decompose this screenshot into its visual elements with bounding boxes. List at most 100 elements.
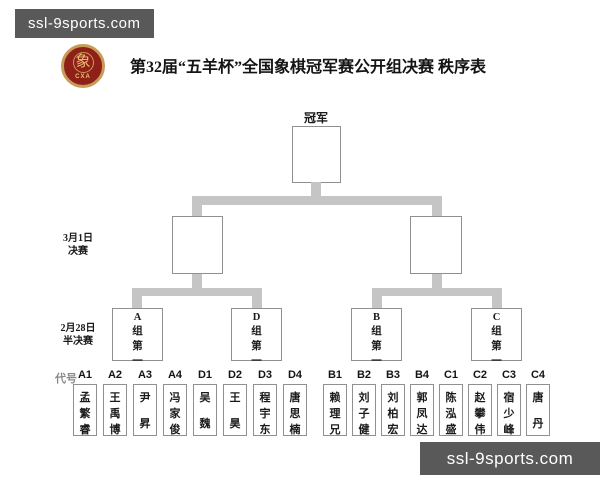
round-label-semifinal: 2月28日 半决赛: [48, 322, 108, 348]
player-column-b1: B1 赖理兄: [322, 368, 348, 436]
finalist-box-right: [410, 216, 462, 274]
player-column-c2: C2 赵攀伟: [467, 368, 493, 436]
player-code: A4: [167, 369, 183, 381]
player-column-d2: D2 王昊: [222, 368, 248, 436]
watermark-bottom-right: ssl-9sports.com: [420, 442, 600, 475]
player-name: 程宇东: [259, 392, 271, 436]
connector-finalist-left-up: [192, 196, 202, 217]
connector-semifinal-right-hbar: [372, 288, 502, 296]
round-label-final: 3月1日 决赛: [48, 232, 108, 258]
player-code: C2: [472, 369, 488, 381]
player-name-box: 宿少峰: [497, 384, 521, 436]
final-date: 3月1日: [63, 233, 93, 244]
player-column-c1: C1 陈泓盛: [438, 368, 464, 436]
connector-final-hbar: [192, 196, 442, 205]
player-name: 赖理兄: [329, 392, 341, 436]
player-code: D4: [287, 369, 303, 381]
connector-finalist-right-down: [432, 273, 442, 290]
player-name: 郭凤达: [416, 392, 428, 436]
player-name: 尹昇: [139, 392, 151, 430]
player-column-b4: B4 郭凤达: [409, 368, 435, 436]
connector-champion-stem: [311, 182, 321, 198]
champion-label: 冠军: [303, 111, 328, 125]
champion-box: [292, 126, 341, 183]
connector-group-c-stem: [492, 294, 502, 309]
player-column-d3: D3 程宇东: [252, 368, 278, 436]
player-column-c4: C4 唐丹: [525, 368, 551, 436]
player-name: 冯家俊: [169, 392, 181, 436]
player-code: A1: [77, 369, 93, 381]
player-code: D1: [197, 369, 213, 381]
player-column-a4: A4 冯家俊: [162, 368, 188, 436]
page-title: 第32届“五羊杯”全国象棋冠军赛公开组决赛 秩序表: [129, 59, 486, 76]
finalist-box-left: [172, 216, 223, 274]
semifinal-date: 2月28日: [60, 323, 96, 334]
final-name: 决赛: [68, 246, 88, 257]
player-column-a2: A2 王禹博: [102, 368, 128, 436]
connector-finalist-right-up: [432, 196, 442, 217]
player-name-box: 孟繁睿: [73, 384, 97, 436]
cxa-logo-icon: 象 CXA: [61, 44, 105, 88]
logo-caption: CXA: [75, 73, 91, 80]
player-column-b3: B3 刘柏宏: [380, 368, 406, 436]
player-code: A3: [137, 369, 153, 381]
player-name: 宿少峰: [503, 392, 515, 436]
connector-group-d-stem: [252, 294, 262, 309]
player-code: B1: [327, 369, 343, 381]
player-name-box: 刘子健: [352, 384, 376, 436]
player-column-d1: D1 吴魏: [192, 368, 218, 436]
player-name-box: 唐丹: [526, 384, 550, 436]
connector-finalist-left-down: [192, 273, 202, 290]
player-code: B2: [356, 369, 372, 381]
semifinal-name: 半决赛: [63, 336, 93, 347]
player-code: C3: [501, 369, 517, 381]
player-name: 陈泓盛: [445, 392, 457, 436]
player-name: 吴魏: [199, 392, 211, 430]
player-column-d4: D4 唐思楠: [282, 368, 308, 436]
player-name-box: 王昊: [223, 384, 247, 436]
player-column-c3: C3 宿少峰: [496, 368, 522, 436]
player-name-box: 冯家俊: [163, 384, 187, 436]
player-name-box: 尹昇: [133, 384, 157, 436]
player-name: 唐思楠: [289, 392, 301, 436]
player-name: 刘柏宏: [387, 392, 399, 436]
player-name-box: 吴魏: [193, 384, 217, 436]
player-name: 王昊: [229, 392, 241, 430]
player-code: C1: [443, 369, 459, 381]
connector-group-a-stem: [132, 294, 142, 309]
connector-group-b-stem: [372, 294, 382, 309]
player-name: 王禹博: [109, 392, 121, 436]
player-name-box: 赵攀伟: [468, 384, 492, 436]
player-name-box: 陈泓盛: [439, 384, 463, 436]
player-name: 刘子健: [358, 392, 370, 436]
player-code: C4: [530, 369, 546, 381]
connector-semifinal-left-hbar: [132, 288, 262, 296]
player-name: 赵攀伟: [474, 392, 486, 436]
player-code: D2: [227, 369, 243, 381]
player-name: 孟繁睿: [79, 392, 91, 436]
player-column-b2: B2 刘子健: [351, 368, 377, 436]
player-name-box: 王禹博: [103, 384, 127, 436]
player-name: 唐丹: [532, 392, 544, 430]
player-name-box: 程宇东: [253, 384, 277, 436]
player-column-a1: A1 孟繁睿: [72, 368, 98, 436]
watermark-top-left: ssl-9sports.com: [15, 9, 154, 38]
player-code: A2: [107, 369, 123, 381]
player-name-box: 唐思楠: [283, 384, 307, 436]
player-name-box: 刘柏宏: [381, 384, 405, 436]
player-name-box: 郭凤达: [410, 384, 434, 436]
player-code: B4: [414, 369, 430, 381]
player-name-box: 赖理兄: [323, 384, 347, 436]
player-code: B3: [385, 369, 401, 381]
codes-row-label: 代号: [55, 373, 77, 385]
logo-xiangqi-symbol: 象: [72, 51, 94, 73]
